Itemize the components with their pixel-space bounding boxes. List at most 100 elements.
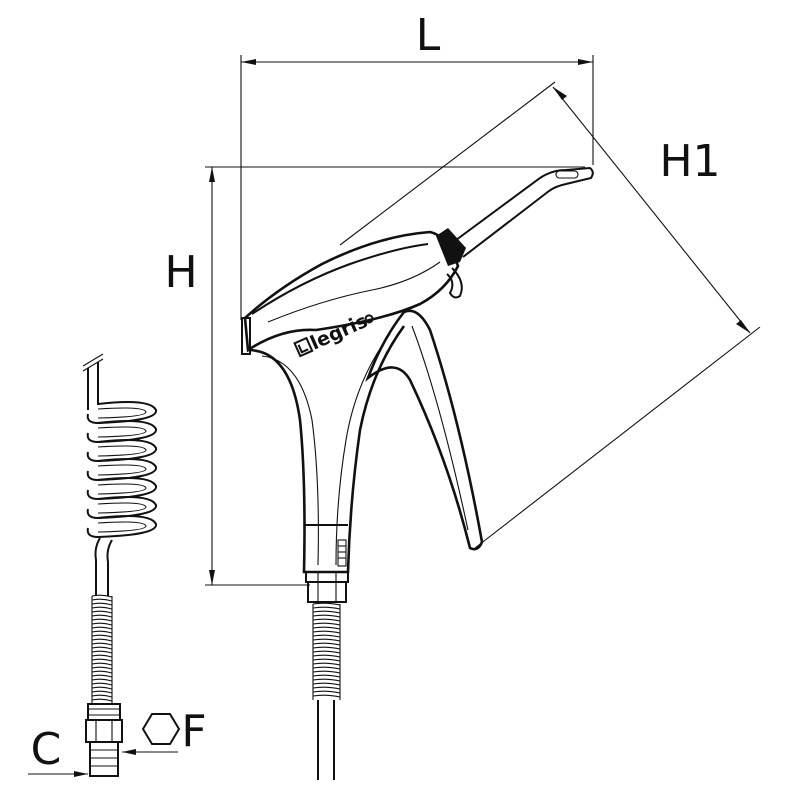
hose-coil xyxy=(86,515,157,539)
rear-cap xyxy=(241,317,251,355)
spring-turn xyxy=(91,674,113,678)
spring-turn xyxy=(91,678,113,682)
spring-turn xyxy=(312,614,341,618)
dimension-c: C xyxy=(28,724,88,777)
dimension-f: F xyxy=(122,706,207,757)
brand-name: legris xyxy=(307,310,371,355)
hexagon-icon xyxy=(141,713,181,745)
spring-turn xyxy=(312,694,341,698)
hose-lead-left xyxy=(94,537,101,596)
spring-turn xyxy=(91,670,113,674)
spring-turn xyxy=(91,642,113,646)
spring-turn xyxy=(312,642,341,646)
dimension-h1-extension-top xyxy=(339,81,556,246)
blow-gun: legris xyxy=(241,166,594,780)
spring-turn xyxy=(312,662,341,666)
dimension-c-label: C xyxy=(31,724,62,775)
dimension-h1-line xyxy=(552,86,751,334)
spring-turn xyxy=(312,610,341,614)
nozzle xyxy=(436,166,594,299)
spring-turn xyxy=(91,614,113,618)
spring-turn xyxy=(312,626,341,630)
spring-turn xyxy=(312,646,341,650)
spring-turn xyxy=(91,666,113,670)
spring-turn xyxy=(312,650,341,654)
spring-turn xyxy=(312,678,341,682)
spring-turn xyxy=(91,626,113,630)
spring-turn xyxy=(91,646,113,650)
nozzle-nut xyxy=(436,228,466,266)
spring-turn xyxy=(312,658,341,662)
handle-scale-marks xyxy=(337,539,347,567)
trigger-lever xyxy=(365,309,484,551)
nozzle-slot xyxy=(555,170,579,179)
spring-turn xyxy=(312,682,341,686)
male-thread xyxy=(89,741,119,777)
coiled-hose xyxy=(82,353,157,777)
spring-turn xyxy=(312,654,341,658)
spring-turn xyxy=(312,606,341,610)
hose-coil xyxy=(86,401,157,425)
spring-turn xyxy=(312,618,341,622)
dimension-l-arrow-left xyxy=(241,59,256,65)
spring-turn xyxy=(312,602,341,606)
spring-turn xyxy=(91,618,113,622)
spring-turn xyxy=(312,634,341,638)
hose-coil xyxy=(86,420,157,444)
hose-coils xyxy=(86,401,157,539)
spring-turn xyxy=(91,638,113,642)
spring-turn xyxy=(91,610,113,614)
spring-turn xyxy=(91,622,113,626)
gun-head-inner-line xyxy=(267,261,441,323)
spring-guard xyxy=(312,602,341,700)
hose-coil-inner xyxy=(97,426,147,438)
spring-turn xyxy=(91,606,113,610)
spring-turn xyxy=(91,598,113,602)
spring-turn xyxy=(312,622,341,626)
handle-grip xyxy=(247,325,406,574)
hose-end-fitting xyxy=(85,703,123,777)
hose-coil xyxy=(86,496,157,520)
spring-turn xyxy=(91,634,113,638)
handle-grip-inner-right xyxy=(335,333,391,566)
dimension-l-label: L xyxy=(416,10,441,61)
spring-turn xyxy=(91,694,113,698)
spring-turn xyxy=(91,650,113,654)
spring-turn xyxy=(91,690,113,694)
brand-logo: legris xyxy=(293,310,374,358)
hose-coil-inner xyxy=(97,445,147,457)
hose-coil-inner xyxy=(97,407,147,419)
fitting-nut-top xyxy=(305,571,349,583)
spring-guard-coil xyxy=(91,594,113,704)
spring-turn xyxy=(312,638,341,642)
dimension-h1-arrow-bottom xyxy=(736,320,750,333)
dimension-l: L xyxy=(240,10,594,320)
spring-turn xyxy=(91,698,113,702)
spring-turn xyxy=(312,630,341,634)
hanging-hook xyxy=(446,267,463,299)
spring-turn xyxy=(91,594,113,598)
spring-turn xyxy=(91,630,113,634)
hose-coil-inner xyxy=(97,483,147,495)
spring-turn xyxy=(91,686,113,690)
dimension-c-arrow xyxy=(74,771,88,777)
hose-coil-inner xyxy=(97,521,147,533)
dimension-h1: H1 xyxy=(339,81,761,549)
dimension-f-label: F xyxy=(181,706,206,757)
dimension-h1-extension-bottom xyxy=(474,326,761,549)
dimension-h1-label: H1 xyxy=(659,136,720,187)
dimension-l-arrow-right xyxy=(578,59,593,65)
hose-lead-right xyxy=(106,539,113,596)
spring-turn xyxy=(312,670,341,674)
dimension-h-arrow-top xyxy=(209,167,215,182)
hose-coil xyxy=(86,458,157,482)
spring-turn xyxy=(91,658,113,662)
fitting-body xyxy=(307,581,347,603)
brand-dot xyxy=(364,314,374,324)
dimension-h: H xyxy=(164,166,585,586)
hex-nut xyxy=(85,719,123,743)
brand-logo-mark xyxy=(293,336,314,358)
spring-turn xyxy=(312,686,341,690)
spring-turn xyxy=(91,662,113,666)
